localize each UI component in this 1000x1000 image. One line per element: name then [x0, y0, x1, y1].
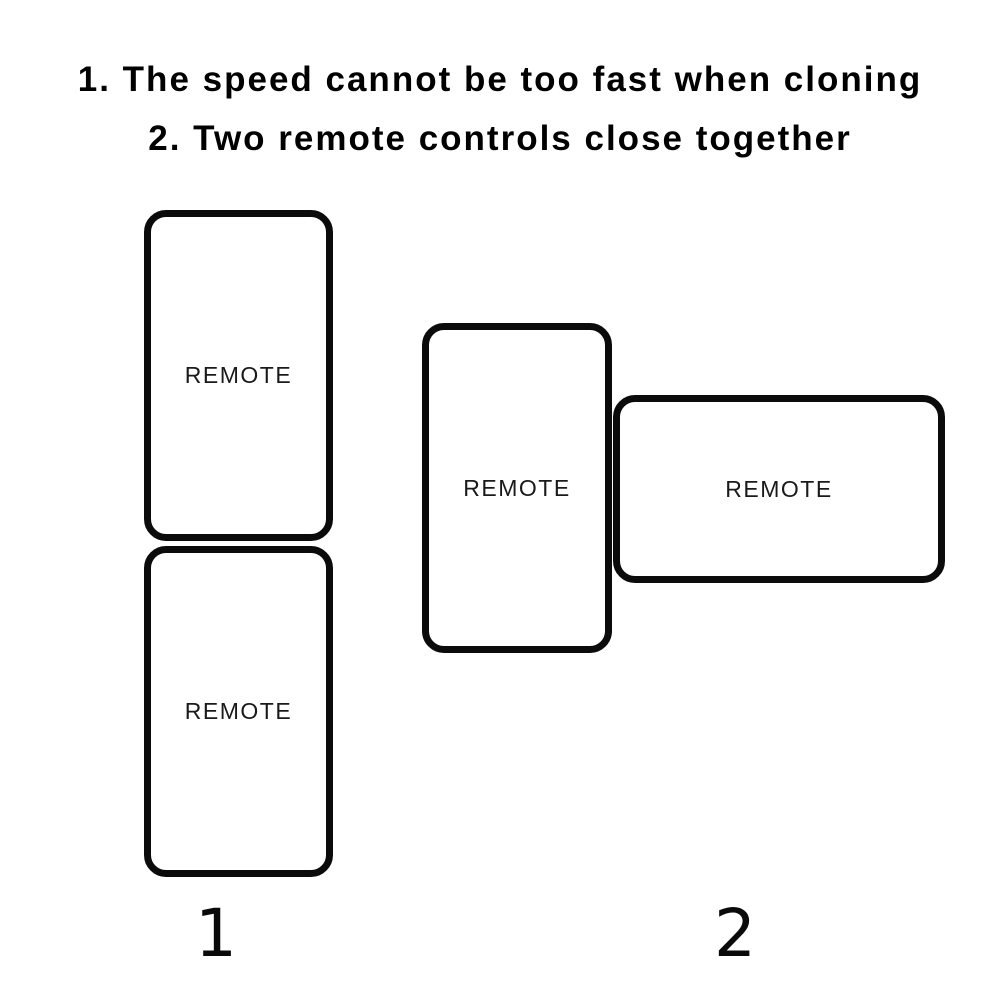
- remote-label: REMOTE: [463, 474, 571, 501]
- instruction-line-2: 2. Two remote controls close together: [148, 119, 852, 158]
- figure1-remote-bottom: REMOTE: [144, 546, 333, 877]
- remote-label: REMOTE: [184, 698, 293, 724]
- figure1-remote-top: REMOTE: [144, 210, 333, 541]
- remote-label: REMOTE: [184, 362, 293, 388]
- instruction-line-1: 1. The speed cannot be too fast when clo…: [77, 60, 923, 99]
- title-block: 1. The speed cannot be too fast when clo…: [0, 50, 1000, 168]
- figure1-number-label: 1: [195, 895, 237, 972]
- remote-label: REMOTE: [725, 475, 833, 502]
- figure2-remote-vertical: REMOTE: [422, 323, 612, 653]
- figure2-remote-horizontal: REMOTE: [613, 395, 945, 583]
- figure2-number-label: 2: [714, 895, 756, 972]
